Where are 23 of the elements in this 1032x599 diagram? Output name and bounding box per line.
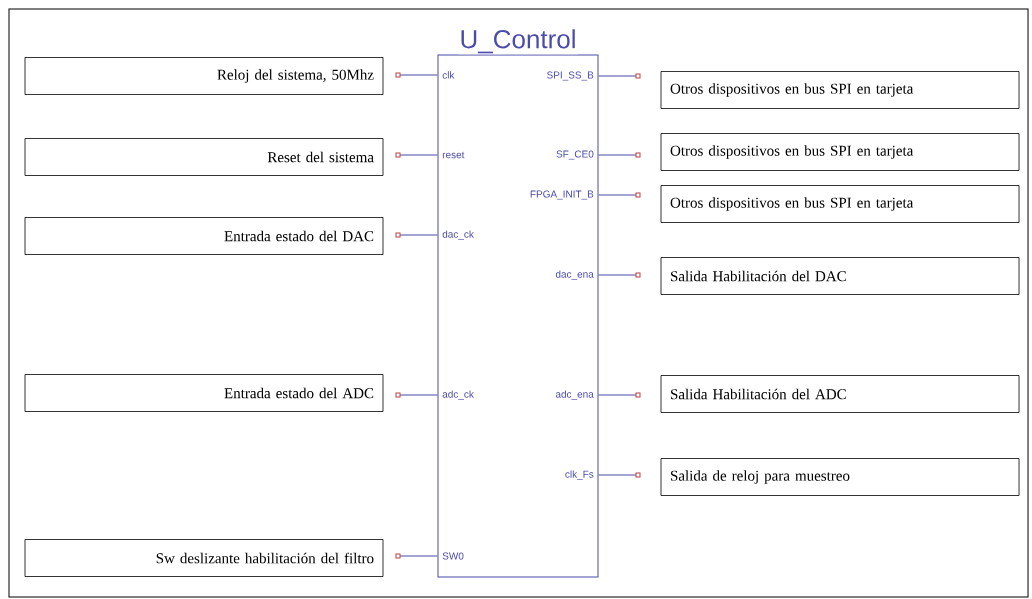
text-box: Otros dispositivos en bus SPI en tarjeta <box>660 133 1020 171</box>
text-box: Otros dispositivos en bus SPI en tarjeta <box>660 185 1020 223</box>
text-box: Entrada estado del ADC <box>24 374 384 412</box>
text-box: Otros dispositivos en bus SPI en tarjeta <box>660 71 1020 109</box>
text-box: Salida Habilitación del DAC <box>660 257 1020 295</box>
text-box: Reloj del sistema, 50Mhz <box>24 57 384 95</box>
pin-name: dac_ck <box>442 230 474 240</box>
pin-name: FPGA_INIT_B <box>530 190 594 200</box>
pin-name: dac_ena <box>555 270 594 280</box>
text-box: Sw deslizante habilitación del filtro <box>24 539 384 577</box>
node-label: U_Control <box>461 29 575 54</box>
pin-name: adc_ck <box>442 390 474 400</box>
pin-name: reset <box>442 151 465 159</box>
pin-name: SF_CE0 <box>556 150 594 160</box>
text-box: Salida de reloj para muestreo <box>660 458 1020 496</box>
pin-name: adc_ena <box>555 390 594 400</box>
pin-name: SPI_SS_B <box>547 71 594 81</box>
text-box: Reset del sistema <box>24 138 384 176</box>
text-box: Entrada estado del DAC <box>24 217 384 255</box>
pin-name: clk_Fs <box>565 470 594 480</box>
text-box: Salida Habilitación del ADC <box>660 375 1020 413</box>
pin-name: clk <box>442 71 455 79</box>
pin-name: SW0 <box>442 552 464 560</box>
